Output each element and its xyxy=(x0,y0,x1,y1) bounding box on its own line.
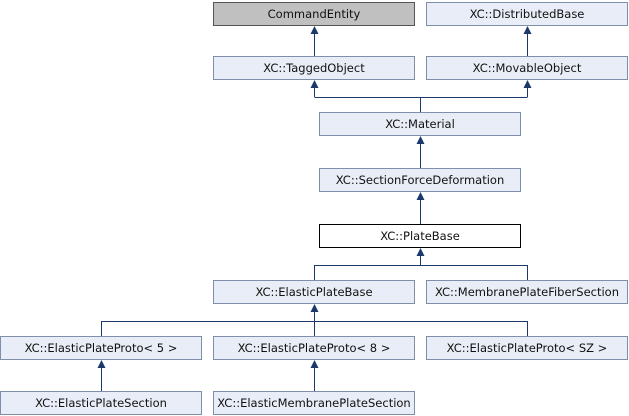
arrow-elastic-plate-proto-5 xyxy=(97,360,106,368)
node-elastic-plate-base[interactable]: XC::ElasticPlateBase xyxy=(213,280,415,304)
arrow-plate-base xyxy=(416,248,425,256)
node-elastic-plate-proto-sz[interactable]: XC::ElasticPlateProto< SZ > xyxy=(426,336,628,360)
node-plate-base: XC::PlateBase xyxy=(319,224,521,248)
arrow-elastic-plate-proto-8 xyxy=(310,360,319,368)
node-tagged-object[interactable]: XC::TaggedObject xyxy=(213,56,415,80)
arrow-movable-object xyxy=(523,80,532,88)
node-elastic-plate-proto-8[interactable]: XC::ElasticPlateProto< 8 > xyxy=(213,336,415,360)
node-material[interactable]: XC::Material xyxy=(319,112,521,136)
node-command-entity[interactable]: CommandEntity xyxy=(213,2,415,26)
node-section-force-deformation[interactable]: XC::SectionForceDeformation xyxy=(319,168,521,192)
node-movable-object[interactable]: XC::MovableObject xyxy=(426,56,628,80)
node-distributed-base[interactable]: XC::DistributedBase xyxy=(426,2,628,26)
arrow-distributed-base xyxy=(523,26,532,34)
arrow-material xyxy=(416,136,425,144)
arrow-elastic-plate-base xyxy=(310,304,319,312)
arrow-tagged-object xyxy=(310,80,319,88)
arrow-command-entity xyxy=(310,26,319,34)
node-elastic-plate-proto-5[interactable]: XC::ElasticPlateProto< 5 > xyxy=(0,336,202,360)
node-elastic-plate-section[interactable]: XC::ElasticPlateSection xyxy=(0,391,202,415)
arrow-section-force-deformation xyxy=(416,192,425,200)
node-elastic-membrane-plate-section[interactable]: XC::ElasticMembranePlateSection xyxy=(213,391,415,415)
node-membrane-plate-fiber-section[interactable]: XC::MembranePlateFiberSection xyxy=(426,280,628,304)
